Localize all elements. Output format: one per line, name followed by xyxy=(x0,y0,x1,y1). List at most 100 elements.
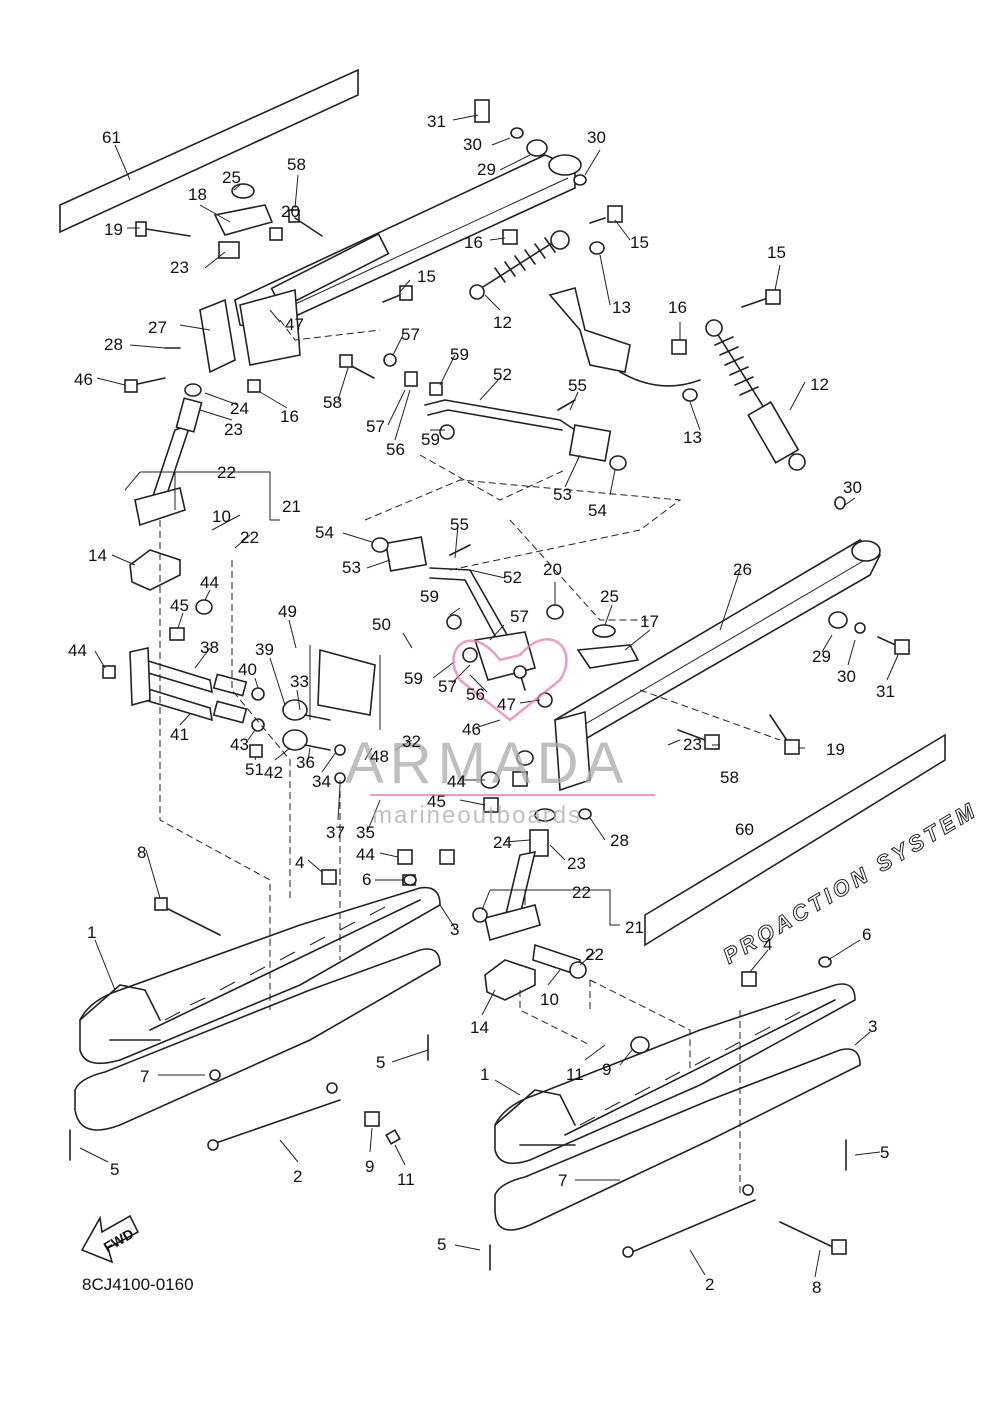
cross-shafts-center xyxy=(102,599,381,784)
callout-7: 7 xyxy=(558,1171,567,1190)
callout-23: 23 xyxy=(170,258,189,277)
callout-14: 14 xyxy=(470,1018,489,1037)
shock-absorber-right xyxy=(705,319,806,471)
callout-27: 27 xyxy=(148,318,167,337)
callout-29: 29 xyxy=(477,160,496,179)
watermark-tagline: marineoutboards xyxy=(372,802,582,829)
callout-25: 25 xyxy=(222,168,241,187)
bracket-13 xyxy=(548,241,701,402)
ski-spindle-top xyxy=(134,241,301,527)
callout-44: 44 xyxy=(68,641,87,660)
ski-bracket-14-center xyxy=(484,959,536,1001)
callout-14: 14 xyxy=(88,546,107,565)
callout-47: 47 xyxy=(285,315,304,334)
callout-40: 40 xyxy=(238,660,257,679)
callout-16: 16 xyxy=(464,233,483,252)
callout-58: 58 xyxy=(323,393,342,412)
callout-16: 16 xyxy=(668,298,687,317)
watermark-brand: ARMADA xyxy=(345,731,629,796)
callout-59: 59 xyxy=(450,345,469,364)
callout-22: 22 xyxy=(217,463,236,482)
decal-strip-60 xyxy=(644,733,946,947)
callout-22: 22 xyxy=(585,945,604,964)
callout-61: 61 xyxy=(102,128,121,147)
callout-4: 4 xyxy=(763,935,772,954)
upper-swing-arm-top xyxy=(234,154,582,331)
callout-37: 37 xyxy=(326,823,345,842)
callout-5: 5 xyxy=(110,1160,119,1179)
link-rod-top xyxy=(424,399,627,471)
callout-1: 1 xyxy=(87,923,96,942)
callout-9: 9 xyxy=(365,1157,374,1176)
callout-45: 45 xyxy=(427,792,446,811)
callout-10: 10 xyxy=(540,990,559,1009)
callout-21: 21 xyxy=(625,918,644,937)
callout-1: 1 xyxy=(480,1065,489,1084)
callout-15: 15 xyxy=(630,233,649,252)
callout-51: 51 xyxy=(245,760,264,779)
callout-48: 48 xyxy=(370,747,389,766)
callout-25: 25 xyxy=(600,587,619,606)
callout-43: 43 xyxy=(230,735,249,754)
callout-10: 10 xyxy=(212,507,231,526)
callout-13: 13 xyxy=(612,298,631,317)
callout-13: 13 xyxy=(683,428,702,447)
callout-17: 17 xyxy=(640,612,659,631)
callout-39: 39 xyxy=(255,640,274,659)
callout-28: 28 xyxy=(610,831,629,850)
ski-assembly-right xyxy=(489,956,861,1271)
callout-52: 52 xyxy=(493,365,512,384)
callout-30: 30 xyxy=(463,135,482,154)
callout-45: 45 xyxy=(170,596,189,615)
callout-15: 15 xyxy=(767,243,786,262)
callout-3: 3 xyxy=(868,1017,877,1036)
callout-44: 44 xyxy=(200,573,219,592)
callout-44: 44 xyxy=(447,772,466,791)
callout-54: 54 xyxy=(315,523,334,542)
callout-46: 46 xyxy=(74,370,93,389)
callout-55: 55 xyxy=(568,376,587,395)
callout-22: 22 xyxy=(572,883,591,902)
callout-23: 23 xyxy=(567,854,586,873)
callout-36: 36 xyxy=(296,753,315,772)
callout-54: 54 xyxy=(588,501,607,520)
callout-58: 58 xyxy=(720,768,739,787)
part-drawings: FWD PROACTION SYSTEM ARMADA marineoutboa… xyxy=(59,68,983,1294)
callout-9: 9 xyxy=(602,1060,611,1079)
alignment-lines xyxy=(159,319,781,1195)
callout-23: 23 xyxy=(683,735,702,754)
callout-6: 6 xyxy=(862,925,871,944)
callout-30: 30 xyxy=(837,667,856,686)
callout-8: 8 xyxy=(812,1278,821,1297)
callout-41: 41 xyxy=(170,725,189,744)
callout-56: 56 xyxy=(386,440,405,459)
callout-31: 31 xyxy=(876,682,895,701)
hardware-top xyxy=(124,99,781,397)
callout-2: 2 xyxy=(705,1275,714,1294)
callout-7: 7 xyxy=(140,1067,149,1086)
fwd-arrow: FWD xyxy=(80,1214,140,1264)
callout-11: 11 xyxy=(566,1065,584,1084)
callout-59: 59 xyxy=(404,669,423,688)
callout-24: 24 xyxy=(230,399,249,418)
watermark-logo: ARMADA marineoutboards xyxy=(345,638,655,829)
upper-swing-arm-right xyxy=(554,496,910,746)
catalog-code: 8CJ4100-0160 xyxy=(82,1275,194,1294)
callout-19: 19 xyxy=(104,220,123,239)
callout-15: 15 xyxy=(417,267,436,286)
callout-16: 16 xyxy=(280,407,299,426)
callout-19: 19 xyxy=(826,740,845,759)
callout-31: 31 xyxy=(427,112,446,131)
watermark-heart-icon xyxy=(452,638,568,722)
callout-30: 30 xyxy=(587,128,606,147)
callout-12: 12 xyxy=(493,313,512,332)
callout-20: 20 xyxy=(543,560,562,579)
callout-47: 47 xyxy=(497,695,516,714)
decal-60-text: PROACTION SYSTEM xyxy=(719,797,983,969)
callout-46: 46 xyxy=(462,720,481,739)
callout-5: 5 xyxy=(376,1053,385,1072)
callout-42: 42 xyxy=(264,763,283,782)
callout-29: 29 xyxy=(812,647,831,666)
callout-18: 18 xyxy=(188,185,207,204)
link-rod-center xyxy=(371,536,640,708)
